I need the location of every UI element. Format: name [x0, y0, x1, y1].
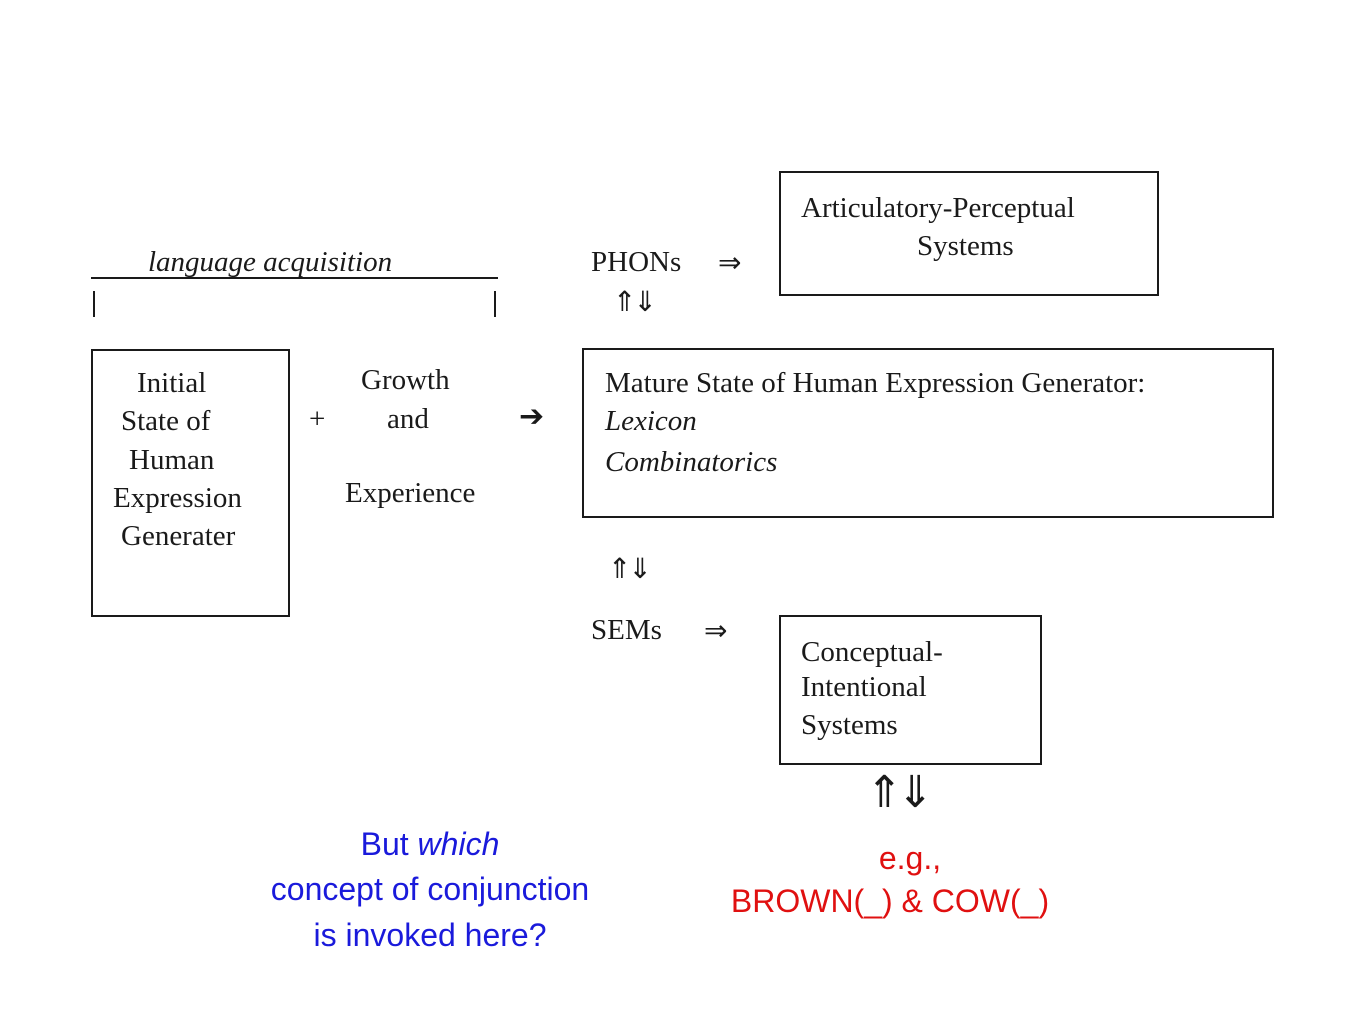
acquisition-tick-right: [494, 291, 496, 317]
initial-state-line-4: Expression: [113, 482, 242, 514]
articulatory-box: [779, 171, 1159, 296]
question-line-1: But which: [230, 826, 630, 863]
main-arrow-icon: ➔: [519, 399, 545, 434]
initial-state-line-1: Initial: [137, 367, 207, 399]
acquisition-tick-left: [93, 291, 95, 317]
conceptual-box: [779, 615, 1042, 765]
question-line-3: is invoked here?: [313, 917, 547, 953]
sems-updown-icon: ⇑⇓: [608, 552, 652, 585]
conceptual-line-2: Intentional: [801, 671, 927, 703]
mature-state-combinatorics: Combinatorics: [605, 446, 778, 478]
mature-state-title: Mature State of Human Expression Generat…: [605, 367, 1146, 399]
mature-state-box: [582, 348, 1274, 518]
example-line-2: BROWN(_) & COW(_): [730, 883, 1050, 919]
articulatory-line-1: Articulatory-Perceptual: [801, 192, 1075, 224]
growth-line-3: Experience: [345, 477, 476, 509]
acquisition-line: [91, 277, 498, 279]
example-line-1: e.g.,: [878, 840, 942, 876]
question-which: which: [417, 826, 500, 862]
question-but: But: [360, 826, 409, 862]
initial-state-line-3: Human: [129, 444, 215, 476]
growth-line-2: and: [387, 403, 429, 435]
phons-arrow-icon: ⇒: [718, 246, 742, 279]
sems-arrow-icon: ⇒: [704, 614, 728, 647]
acquisition-label: language acquisition: [148, 246, 393, 278]
bottom-updown-icon: ⇑⇓: [866, 767, 934, 818]
plus-sign: +: [309, 403, 326, 435]
initial-state-line-2: State of: [121, 405, 211, 437]
conceptual-line-1: Conceptual-: [801, 636, 943, 668]
phons-label: PHONs: [591, 246, 682, 278]
growth-line-1: Growth: [361, 364, 450, 396]
initial-state-line-5: Generater: [121, 520, 236, 552]
sems-label: SEMs: [591, 614, 662, 646]
conceptual-line-3: Systems: [801, 709, 898, 741]
question-line-2: concept of conjunction: [270, 871, 590, 907]
mature-state-lexicon: Lexicon: [605, 405, 697, 437]
initial-state-box: [91, 349, 290, 617]
phons-updown-icon: ⇑⇓: [613, 285, 657, 318]
articulatory-line-2: Systems: [917, 230, 1014, 262]
